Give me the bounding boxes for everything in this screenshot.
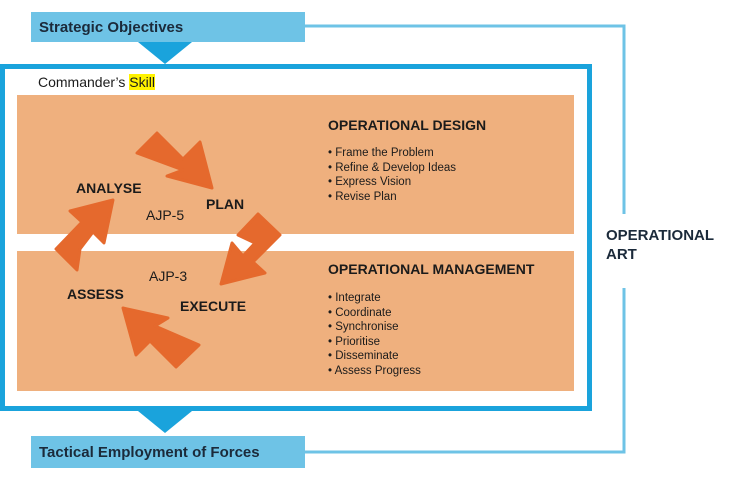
list-item: Synchronise <box>328 320 421 335</box>
list-item: Prioritise <box>328 335 421 350</box>
operational-art-connector-top <box>305 24 626 214</box>
arrow-bottom-icon <box>121 306 201 369</box>
list-item: Integrate <box>328 291 421 306</box>
operational-design-title: OPERATIONAL DESIGN <box>328 117 487 133</box>
analyse-label: ANALYSE <box>76 180 142 196</box>
tactical-employment-label: Tactical Employment of Forces <box>39 443 260 461</box>
bottom-down-triangle-icon <box>138 411 192 433</box>
strategic-objectives-banner: Strategic Objectives <box>31 12 305 42</box>
operational-design-list: Frame the Problem Refine & Develop Ideas… <box>328 146 456 204</box>
arrow-left-icon <box>54 198 115 272</box>
arrow-right-icon <box>219 212 282 286</box>
skill-highlight: Skill <box>129 74 155 90</box>
list-item: Coordinate <box>328 306 421 321</box>
arrow-top-icon <box>135 131 214 190</box>
tactical-employment-banner: Tactical Employment of Forces <box>31 436 305 468</box>
strategic-objectives-label: Strategic Objectives <box>39 18 184 36</box>
operational-art-connector-bottom <box>305 288 626 454</box>
list-item: Disseminate <box>328 349 421 364</box>
list-item: Express Vision <box>328 175 456 190</box>
commanders-skill-title-prefix: Commander’s <box>38 74 130 90</box>
list-item: Revise Plan <box>328 190 456 205</box>
list-item: Assess Progress <box>328 364 421 379</box>
plan-label: PLAN <box>206 196 245 212</box>
operational-management-list: Integrate Coordinate Synchronise Priorit… <box>328 291 421 378</box>
operational-management-panel <box>17 251 574 391</box>
operational-art-label: OPERATIONAL ART <box>606 226 714 264</box>
assess-label: ASSESS <box>67 286 124 302</box>
ajp5-label: AJP-5 <box>146 207 185 223</box>
operational-art-line2: ART <box>606 246 637 263</box>
list-item: Refine & Develop Ideas <box>328 161 456 176</box>
commanders-skill-title: Commander’s Skill <box>38 74 155 90</box>
top-down-triangle-icon <box>138 42 192 64</box>
operational-art-line1: OPERATIONAL <box>606 227 715 244</box>
ajp3-label: AJP-3 <box>149 268 188 284</box>
operational-management-title: OPERATIONAL MANAGEMENT <box>328 261 535 277</box>
list-item: Frame the Problem <box>328 146 456 161</box>
execute-label: EXECUTE <box>180 298 247 314</box>
